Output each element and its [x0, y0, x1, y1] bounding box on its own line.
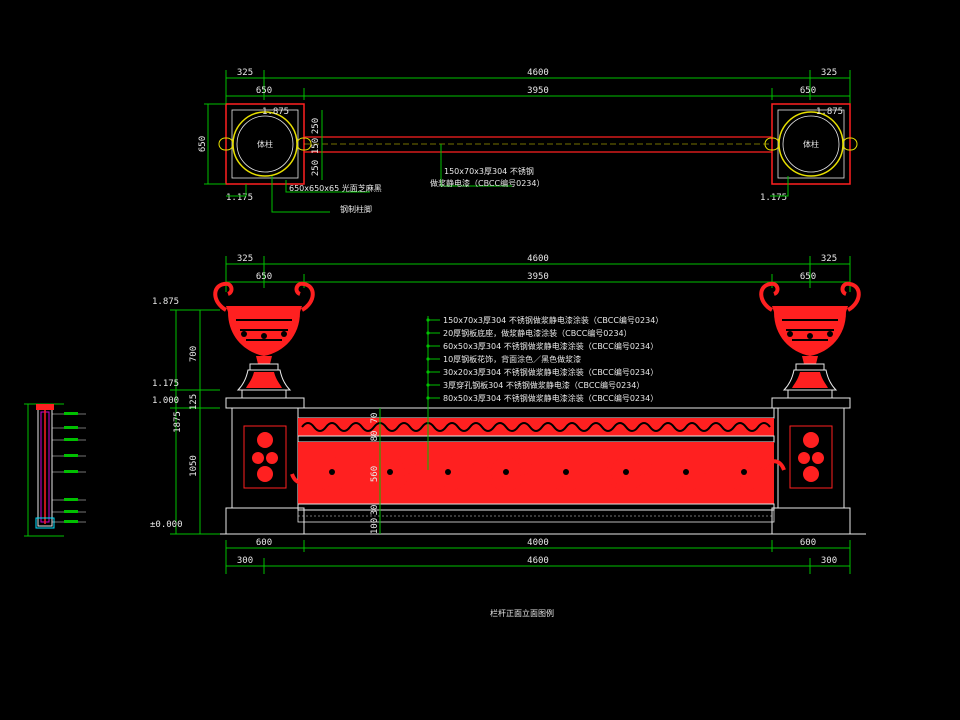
pillar-right	[771, 397, 851, 535]
pillar-right-ornament	[798, 432, 824, 482]
elev-note-1: 150x70x3厚304 不锈钢做浆静电漆涂装（CBCC编号0234）	[443, 315, 663, 325]
pillar-left-ornament	[252, 432, 278, 482]
plan-dim-top-right: 325	[821, 68, 837, 78]
elev-note-4: 10厚钢板花饰，背面涂色／黑色做浆漆	[443, 354, 581, 364]
elev-dim-bottom-left: 600	[256, 538, 272, 548]
railing-panel	[297, 407, 775, 523]
vdim-125: 125	[189, 394, 199, 410]
level-1875: 1.875	[152, 297, 179, 307]
panel-dim-80: 80	[370, 431, 380, 442]
plan-dim-top-left: 325	[237, 68, 253, 78]
elev-dim-top-left: 325	[237, 254, 253, 264]
plan-rail-dim-2: 150	[311, 138, 321, 154]
plan-bottom-left-level: 1.175	[226, 193, 253, 203]
elev-dim-top-right: 325	[821, 254, 837, 264]
section-detail	[24, 403, 86, 537]
level-0000: ±0.000	[150, 520, 183, 530]
plan-rail-note-2: 做浆静电漆（CBCC编号0234）	[430, 178, 544, 188]
elev-dim-bottom-middle: 4000	[527, 538, 549, 548]
elev-note-6: 3厚穿孔钢板304 不锈钢做浆静电漆（CBCC编号0234）	[443, 380, 644, 390]
elev-dim-top-middle: 4600	[527, 254, 549, 264]
elevation-view: 325 4600 325 650 3950 650	[150, 254, 866, 618]
elev-dim-bottom2-middle: 4600	[527, 556, 549, 566]
plan-dimensions-top	[225, 70, 851, 104]
elev-dim-bottom2-right: 300	[821, 556, 837, 566]
urn-left	[213, 281, 315, 400]
elev-note-7: 80x50x3厚304 不锈钢做浆静电漆涂装（CBCC编号0234）	[443, 393, 658, 403]
elev-note-5: 30x20x3厚304 不锈钢做浆静电漆涂装（CBCC编号0234）	[443, 367, 658, 377]
elev-dim-bottom2-left: 300	[237, 556, 253, 566]
plan-post-right	[764, 103, 858, 185]
vdim-700: 700	[189, 346, 199, 362]
elev-note-2: 20厚钢板底座，做浆静电漆涂装（CBCC编号0234）	[443, 328, 632, 338]
plan-dim-second-middle: 3950	[527, 86, 549, 96]
level-1000: 1.000	[152, 396, 179, 406]
plan-dim-top-middle: 4600	[527, 68, 549, 78]
plan-side-dim: 650	[198, 136, 208, 152]
plan-bottom-right-level: 1.175	[760, 193, 787, 203]
plan-handrail	[304, 136, 772, 153]
level-1175: 1.175	[152, 379, 179, 389]
elev-dim-second-middle: 3950	[527, 272, 549, 282]
plan-dim-second-left: 650	[256, 86, 272, 96]
plan-rail-dim-1: 250	[311, 118, 321, 134]
elev-note-3: 60x50x3厚304 不锈钢做浆静电漆涂装（CBCC编号0234）	[443, 341, 658, 351]
panel-dim-70: 70	[370, 413, 380, 424]
panel-dim-560: 560	[370, 466, 380, 482]
plan-dim-second-right: 650	[800, 86, 816, 96]
panel-dim-30: 30	[370, 505, 380, 516]
plan-post-right-label: 体柱	[803, 139, 819, 149]
plan-view: 325 4600 325 650 3950 650 体柱 1.875 体柱 1.…	[198, 68, 858, 214]
drawing-title: 栏杆正面立面图例	[490, 608, 554, 618]
plan-left-level: 1.875	[262, 107, 289, 117]
plan-leader-post: 钢制柱脚	[340, 204, 372, 214]
plan-post-left-label: 体柱	[257, 139, 273, 149]
plan-rail-note-1: 150x70x3厚304 不锈钢	[444, 166, 534, 176]
elev-dim-second-left: 650	[256, 272, 272, 282]
vdim-1050: 1050	[189, 455, 199, 477]
urn-right	[759, 281, 861, 400]
plan-leader-plate: 650x650x65 光面芝麻黑	[289, 183, 382, 193]
plan-right-level: 1.875	[816, 107, 843, 117]
elev-dim-second-right: 650	[800, 272, 816, 282]
plan-rail-dim-3: 250	[311, 160, 321, 176]
vdim-1875: 1875	[173, 411, 183, 433]
elev-dim-bottom-right: 600	[800, 538, 816, 548]
panel-dim-100: 100	[370, 518, 380, 534]
